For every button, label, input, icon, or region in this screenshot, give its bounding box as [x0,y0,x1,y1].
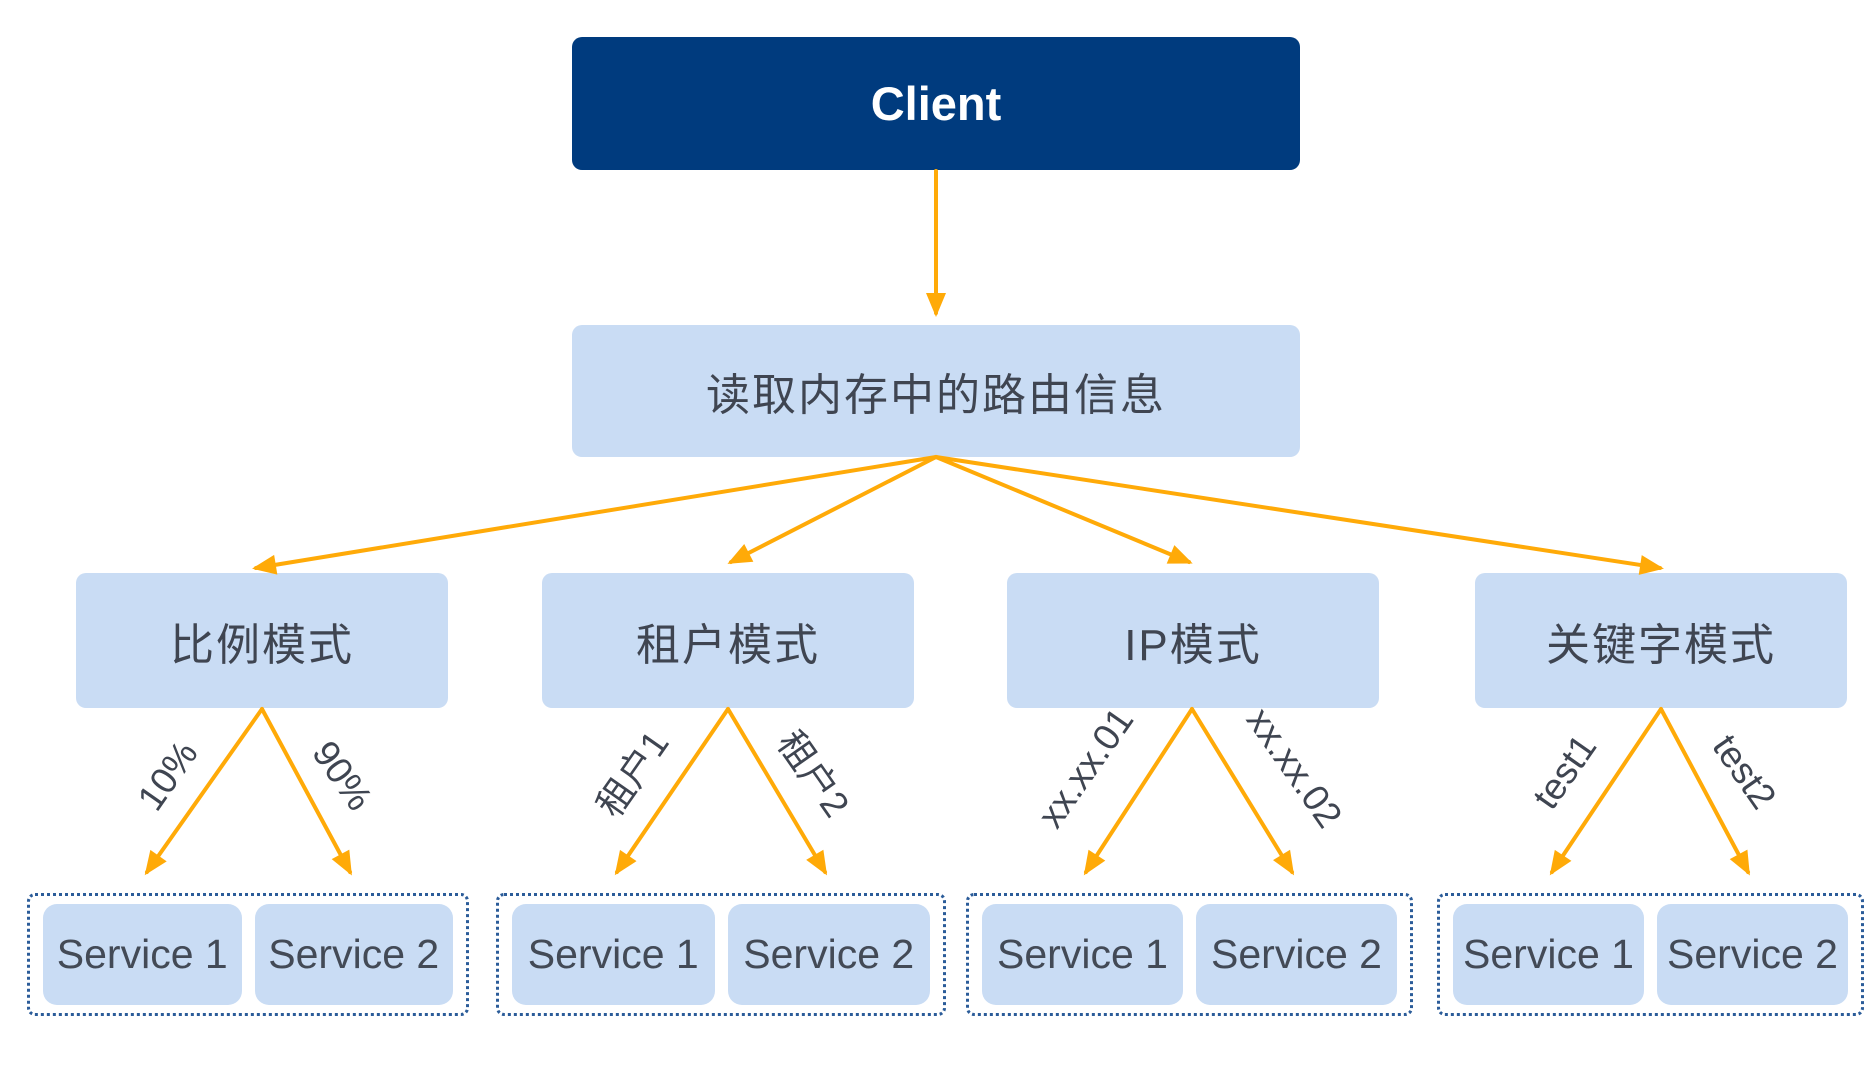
router-label: 读取内存中的路由信息 [706,371,1166,420]
branch-label-proportion-2: 90% [304,733,381,818]
service-group-keyword: Service 1 Service 2 [1437,893,1864,1016]
service-label: Service 1 [1463,931,1634,977]
service-label: Service 2 [743,931,915,977]
service-node: Service 2 [727,904,930,1005]
mode-node-keyword: 关键字模式 [1475,573,1847,708]
service-node: Service 2 [1657,904,1848,1005]
mode-node-ip: IP模式 [1007,573,1379,708]
client-node: Client [572,37,1300,170]
router-node: 读取内存中的路由信息 [572,325,1300,457]
service-label: Service 1 [997,931,1168,977]
branch-label-ip-2: xx.xx.02 [1238,700,1351,836]
service-group-tenant: Service 1 Service 2 [496,893,946,1016]
service-label: Service 2 [1211,931,1382,977]
service-label: Service 1 [527,931,699,977]
service-group-proportion: Service 1 Service 2 [27,893,469,1016]
mode-node-proportion: 比例模式 [76,573,448,708]
arrow-router-to-ip [934,455,1193,564]
branch-label-keyword-1: test1 [1524,727,1605,817]
service-label: Service 2 [268,931,440,977]
branch-label-tenant-2: 租户2 [769,723,858,825]
service-group-ip: Service 1 Service 2 [966,893,1413,1016]
service-node: Service 1 [982,904,1183,1005]
service-node: Service 2 [1196,904,1397,1005]
arrow-router-to-proportion [252,455,938,575]
mode-label-proportion: 比例模式 [170,620,354,670]
service-node: Service 1 [1453,904,1644,1005]
service-node: Service 2 [254,904,453,1005]
arrow-router-to-tenant [727,455,938,564]
mode-label-tenant: 租户模式 [636,620,820,670]
mode-node-tenant: 租户模式 [542,573,914,708]
service-node: Service 1 [43,904,242,1005]
service-label: Service 2 [1667,931,1838,977]
client-label: Client [870,77,1002,130]
arrow-router-to-keyword [934,455,1664,575]
service-node: Service 1 [512,904,715,1005]
service-label: Service 1 [56,931,228,977]
mode-label-keyword: 关键字模式 [1546,620,1776,670]
branch-label-ip-1: xx.xx.01 [1029,700,1142,836]
branch-label-keyword-2: test2 [1704,727,1785,817]
branch-label-tenant-1: 租户1 [588,723,677,825]
branch-label-proportion-1: 10% [129,733,206,818]
mode-label-ip: IP模式 [1124,620,1262,670]
